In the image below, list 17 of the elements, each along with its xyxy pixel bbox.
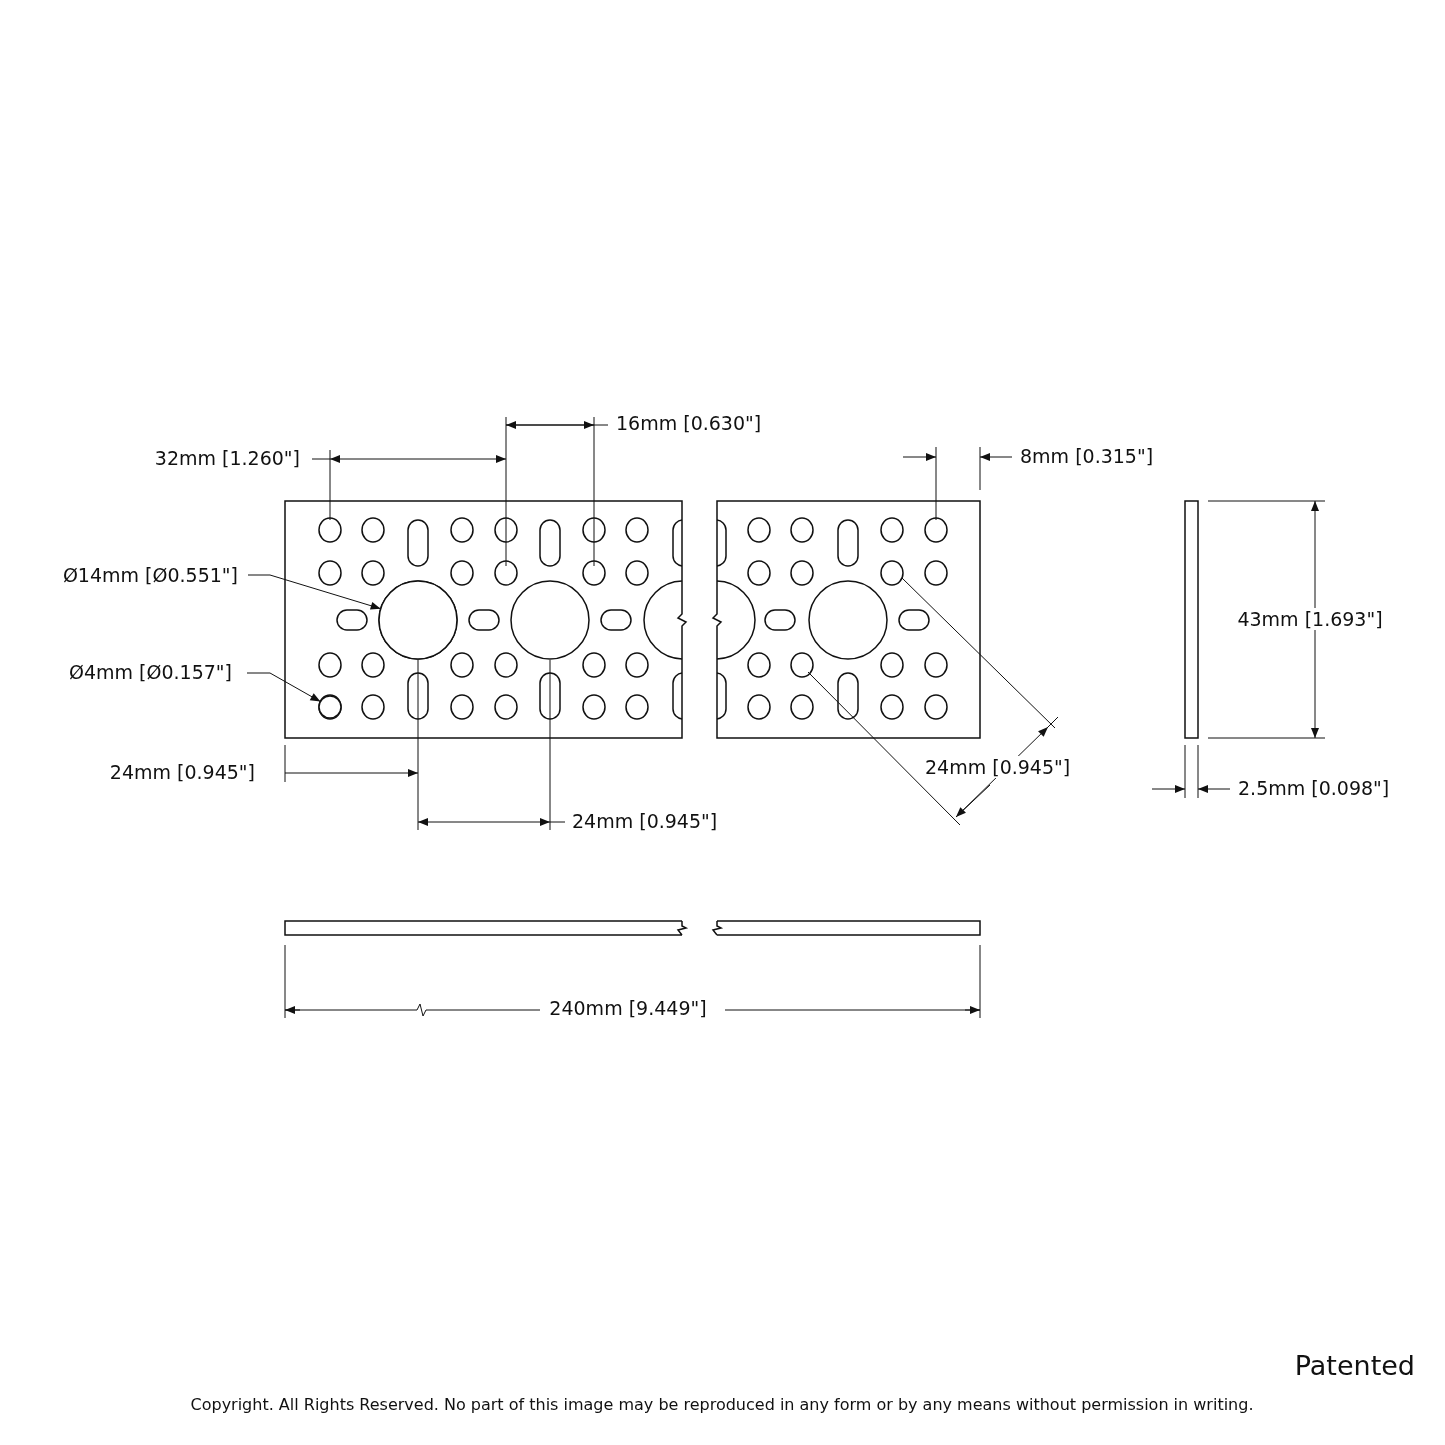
dimension-label: 24mm [0.945"] [925, 756, 1071, 778]
dimension-label: 24mm [0.945"] [109, 761, 255, 783]
dimension-label: 2.5mm [0.098"] [1238, 777, 1390, 799]
copyright-text: Copyright. All Rights Reserved. No part of this image may be reproduced in any form or by any means without permission in writing. [190, 1394, 1254, 1416]
dimension-label: Ø4mm [Ø0.157"] [69, 661, 232, 683]
dimension-label: 32mm [1.260"] [154, 447, 300, 469]
leader-line [247, 574, 382, 610]
leader-line [246, 672, 321, 703]
dimension-label: 43mm [1.693"] [1237, 608, 1383, 630]
dimension-label: 16mm [0.630"] [616, 412, 762, 434]
mounting-hole [378, 580, 458, 660]
mounting-hole [318, 695, 342, 719]
note-text: Patented [1294, 1350, 1415, 1382]
dimension-label: 24mm [0.945"] [572, 810, 718, 832]
dimension-label: Ø14mm [Ø0.551"] [62, 564, 238, 586]
dimension-label: 240mm [9.449"] [549, 997, 707, 1019]
dimension-label: 8mm [0.315"] [1020, 445, 1154, 467]
